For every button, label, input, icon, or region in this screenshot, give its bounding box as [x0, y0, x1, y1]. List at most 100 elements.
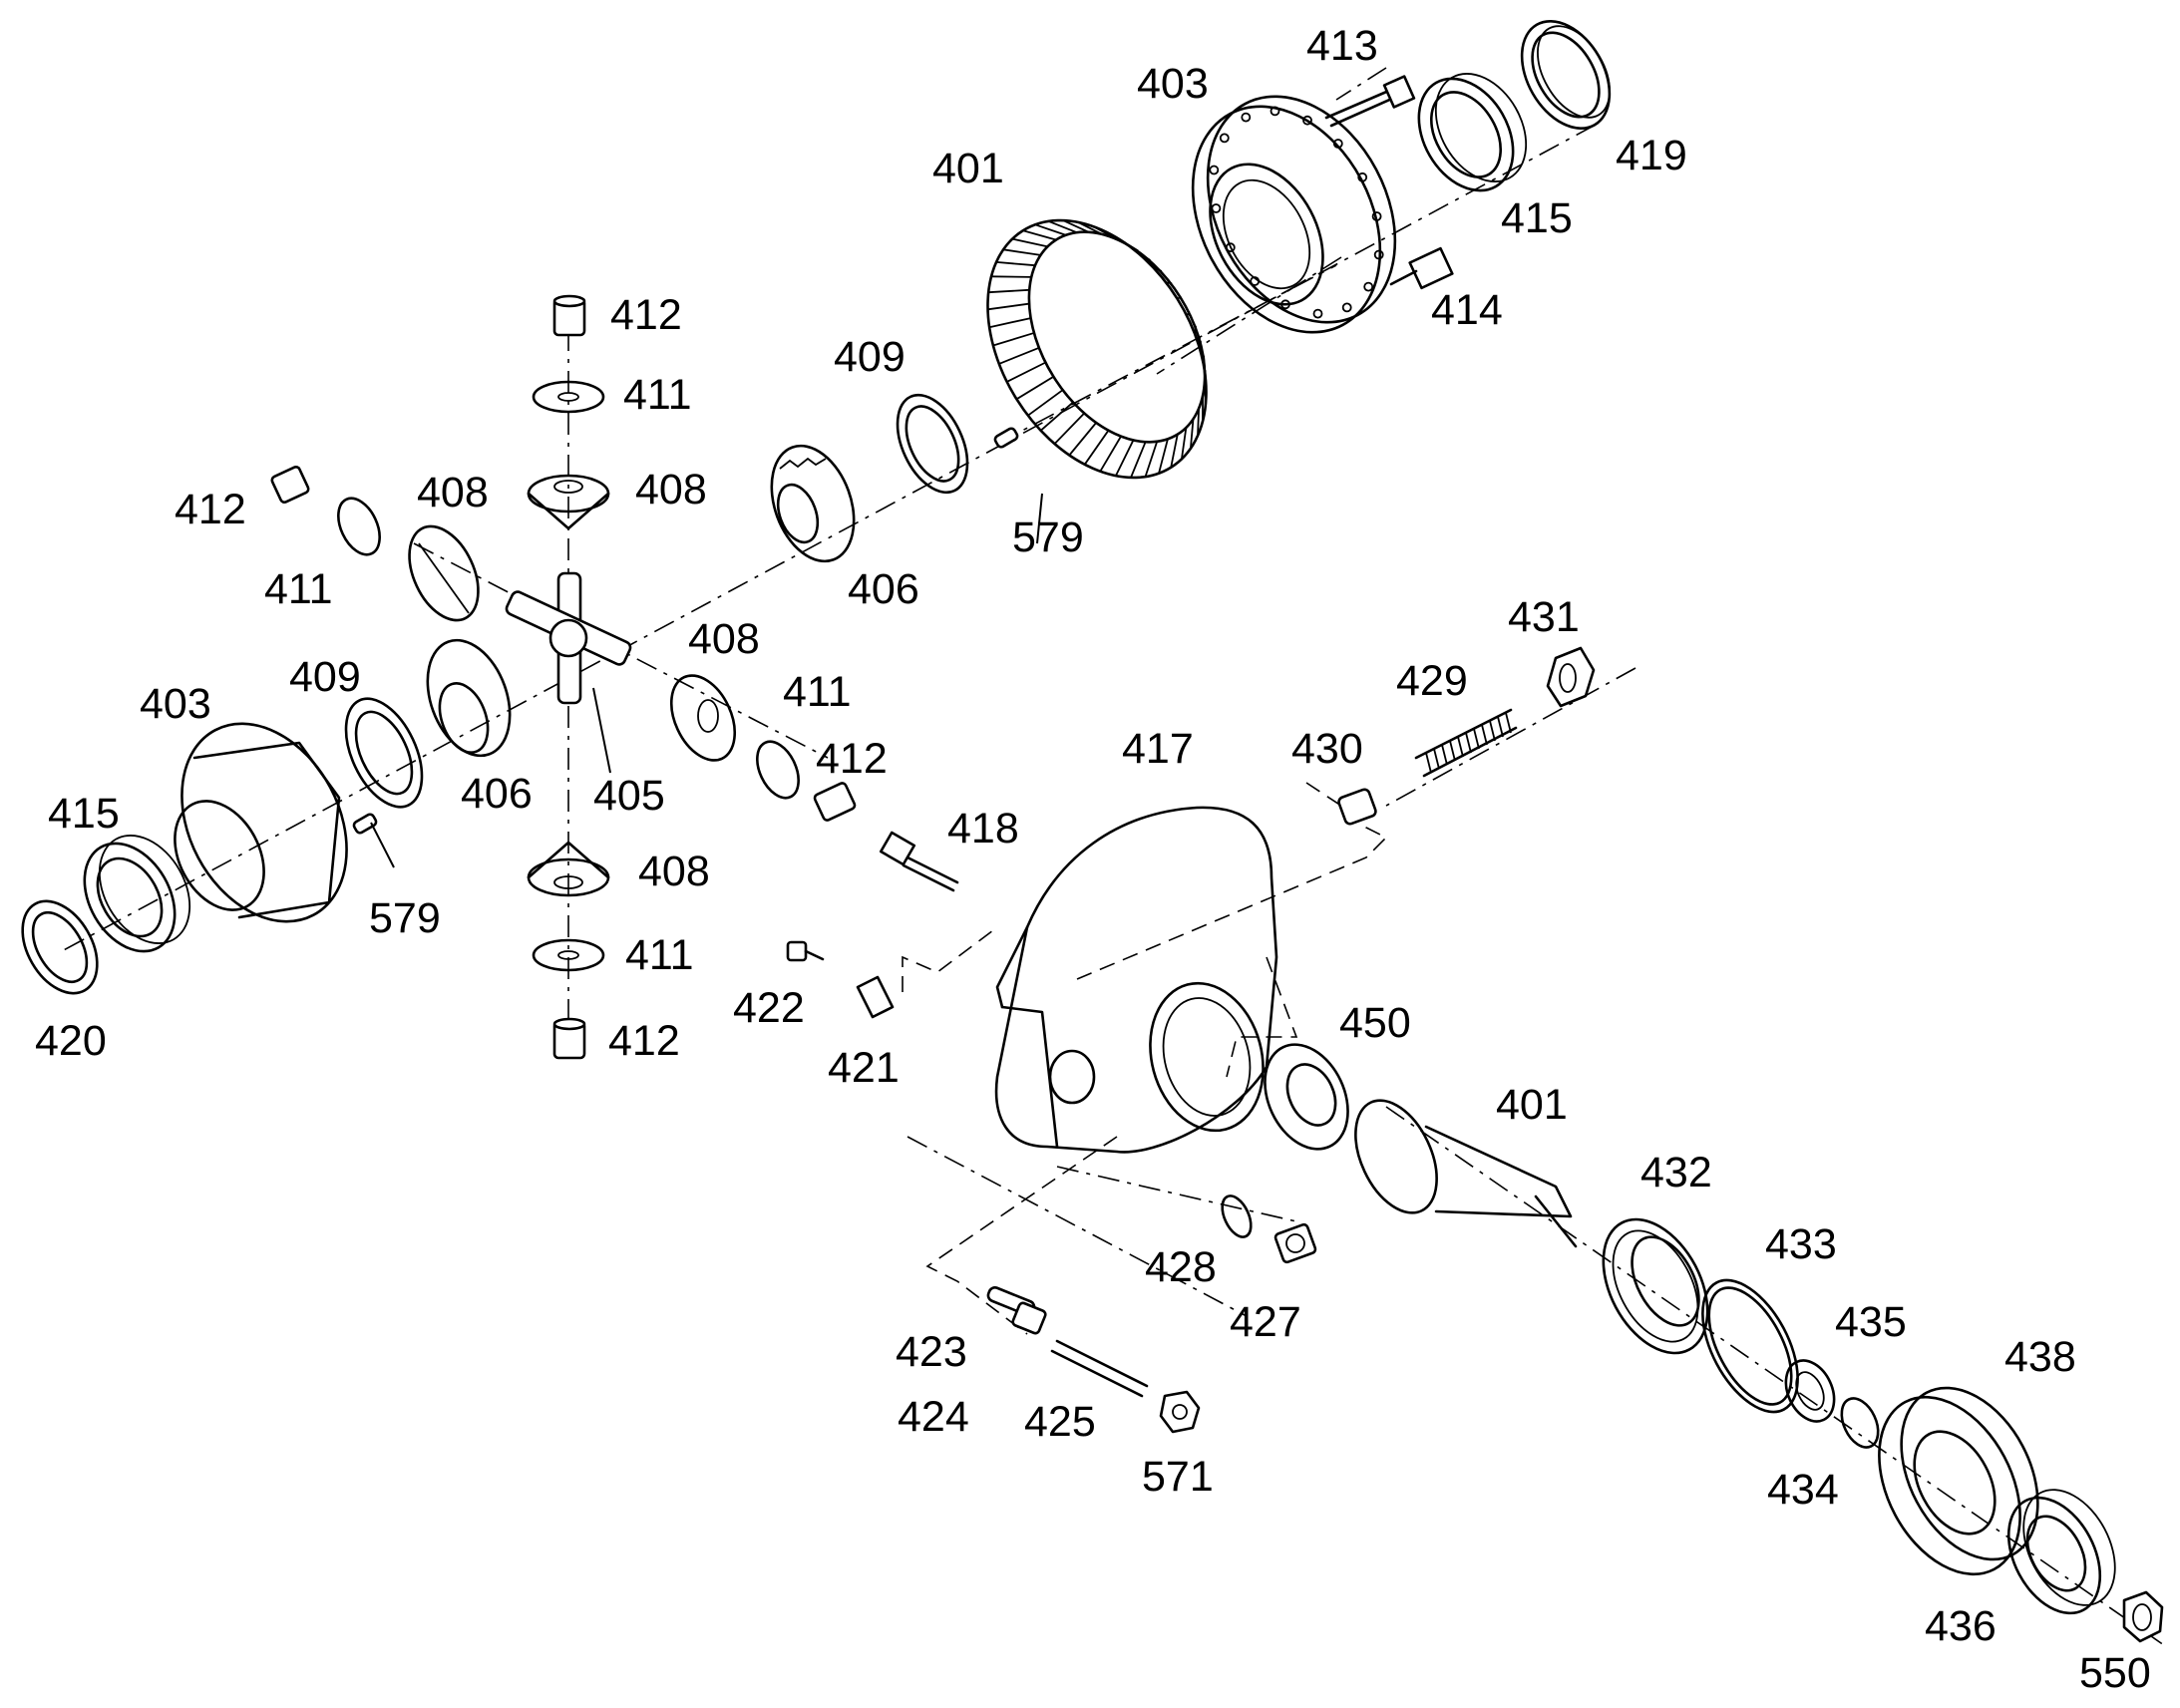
part-409-washer-bottom [344, 697, 424, 809]
bolt-hole [1312, 308, 1323, 319]
label-411: 411 [625, 931, 694, 979]
assembly-routes [902, 782, 1388, 1335]
bolt-hole [1302, 115, 1312, 126]
label-411: 411 [623, 371, 692, 419]
thread [1425, 712, 1512, 774]
part-432-bearing [1602, 1217, 1709, 1355]
part-401-ring-gear [986, 218, 1208, 480]
gear-tooth [1099, 436, 1122, 473]
label-414: 414 [1431, 286, 1503, 334]
label-427: 427 [1230, 1298, 1301, 1346]
gear-tooth [1194, 325, 1197, 335]
label-401: 401 [932, 145, 1004, 192]
label-419: 419 [1616, 132, 1687, 179]
label-411: 411 [264, 565, 333, 613]
gear-tooth [988, 317, 1031, 329]
gear-tooth [995, 261, 1035, 267]
thread-line [1441, 744, 1448, 766]
gear-tooth [1181, 427, 1188, 460]
part-434-spacer [1784, 1359, 1836, 1423]
label-418: 418 [947, 805, 1019, 853]
label-408: 408 [635, 466, 707, 513]
gear-tooth [1158, 438, 1169, 474]
thread-line [1449, 740, 1456, 762]
part-450-bearing [1264, 1043, 1349, 1151]
part-403-housing-top [1191, 95, 1397, 334]
gear-tooth [1006, 362, 1045, 383]
leader-lines [370, 493, 1043, 868]
label-550: 550 [2079, 1649, 2151, 1697]
label-408: 408 [638, 848, 710, 895]
part-labels: 403 413 419 401 415 414 412 411 409 579 … [35, 22, 2151, 1697]
part-408-gear-right [669, 674, 737, 762]
gear-tooth [1108, 232, 1127, 244]
part-431-nut [1546, 646, 1596, 708]
part-408-gear-top [527, 474, 610, 530]
part-425-stud [1050, 1339, 1149, 1398]
part-411-washers [337, 380, 800, 972]
label-412: 412 [816, 735, 888, 783]
part-412-bushings [270, 294, 857, 1060]
bolt-hole [1211, 203, 1222, 213]
part-401-pinion [1354, 1099, 1578, 1248]
gear-tooth [1186, 310, 1191, 317]
bolt-hole [1209, 165, 1220, 175]
gear-tooth [1177, 295, 1182, 300]
gear-tooth [1124, 241, 1139, 252]
gear-tooth [1204, 370, 1208, 389]
label-579: 579 [1012, 513, 1084, 561]
label-412: 412 [608, 1017, 680, 1065]
part-405-spider [505, 571, 632, 705]
bolt-hole [1332, 139, 1343, 149]
gear-tooth [998, 347, 1039, 365]
part-436-bearing [2006, 1489, 2116, 1615]
part-438-flange [1878, 1386, 2039, 1576]
part-414-bolt [1389, 246, 1454, 290]
gear-tooth [1077, 221, 1102, 235]
label-421: 421 [828, 1044, 900, 1092]
gear-tooth [1062, 219, 1089, 233]
housing-bolt-holes [1209, 106, 1384, 319]
part-423-stud [986, 1286, 1047, 1335]
label-415: 415 [1501, 194, 1573, 242]
part-427-plug [1273, 1222, 1317, 1264]
thread-line [1433, 748, 1440, 770]
thread-line [1457, 736, 1464, 758]
part-413-bolt [1324, 75, 1416, 128]
part-579-pin-bottom [352, 813, 378, 835]
label-413: 413 [1306, 22, 1378, 70]
part-428-ring [1221, 1195, 1253, 1238]
label-450: 450 [1339, 999, 1411, 1047]
part-417-carrier-housing [994, 806, 1278, 1154]
label-408: 408 [688, 615, 760, 663]
label-406: 406 [461, 770, 533, 818]
label-430: 430 [1291, 725, 1363, 773]
thread-line [1505, 712, 1512, 734]
bolt-hole [1280, 299, 1290, 310]
label-412: 412 [175, 486, 246, 533]
label-438: 438 [2004, 1333, 2076, 1381]
label-425: 425 [1024, 1398, 1096, 1446]
gear-tooth [1170, 434, 1179, 468]
label-409: 409 [834, 333, 906, 381]
label-435: 435 [1835, 1298, 1907, 1346]
ring-gear-teeth [987, 219, 1208, 479]
part-408-gear-bottom [527, 841, 610, 897]
gear-tooth [1034, 223, 1067, 236]
bolt-hole [1250, 276, 1261, 286]
bolt-hole [1241, 112, 1252, 123]
bolt-hole [1363, 281, 1374, 292]
part-579-pin-top [993, 427, 1019, 449]
gear-tooth [1115, 440, 1135, 477]
gear-tooth [1130, 441, 1147, 479]
bolt-hole [1371, 211, 1382, 221]
label-411: 411 [783, 668, 852, 716]
part-421-clip [856, 975, 895, 1019]
thread-line [1489, 720, 1496, 742]
gear-tooth [1027, 389, 1063, 417]
gear-tooth [1203, 355, 1206, 371]
label-403: 403 [140, 680, 211, 728]
label-405: 405 [593, 772, 665, 820]
bolt-hole [1357, 171, 1368, 182]
thread-line [1473, 728, 1480, 750]
